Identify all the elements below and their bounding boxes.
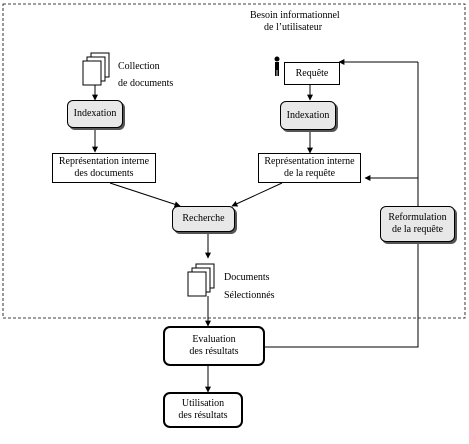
indexation-docs-box: Indexation: [67, 100, 123, 128]
arrow-rep-docs-to-recherche: [109, 182, 181, 208]
recherche-box: Recherche: [172, 206, 235, 232]
user-need-label: Besoin informationnel de l’utilisateur: [250, 10, 340, 34]
arrow-rep-req-to-recherche: [231, 182, 283, 207]
documents-line-2: Sélectionnés: [224, 290, 275, 301]
utilisation-box: Utilisation des résultats: [163, 392, 243, 428]
collection-line-2: de documents: [118, 78, 174, 89]
rep-docs-box: Représentation interne des documents: [52, 153, 156, 183]
reformulation-box: Reformulation de la requête: [380, 206, 455, 242]
collection-line-1: Collection: [118, 61, 160, 72]
requete-box: Requête: [284, 62, 340, 85]
document-stack-icon: [82, 52, 110, 86]
evaluation-box: Evaluation des résultats: [163, 326, 265, 366]
collection-label: Collection de documents: [118, 61, 173, 90]
system-boundary: [2, 3, 466, 319]
rep-req-box: Représentation interne de la requête: [258, 153, 361, 183]
user-need-line-1: Besoin informationnel: [250, 10, 340, 21]
documents-label: Documents Sélectionnés: [224, 272, 275, 302]
indexation-req-box: Indexation: [280, 101, 336, 130]
documents-line-1: Documents: [224, 272, 270, 283]
document-stack-icon: [187, 263, 215, 297]
person-icon: [274, 56, 280, 76]
feedback-line-up: [265, 242, 419, 348]
user-need-line-2: de l’utilisateur: [264, 22, 323, 33]
